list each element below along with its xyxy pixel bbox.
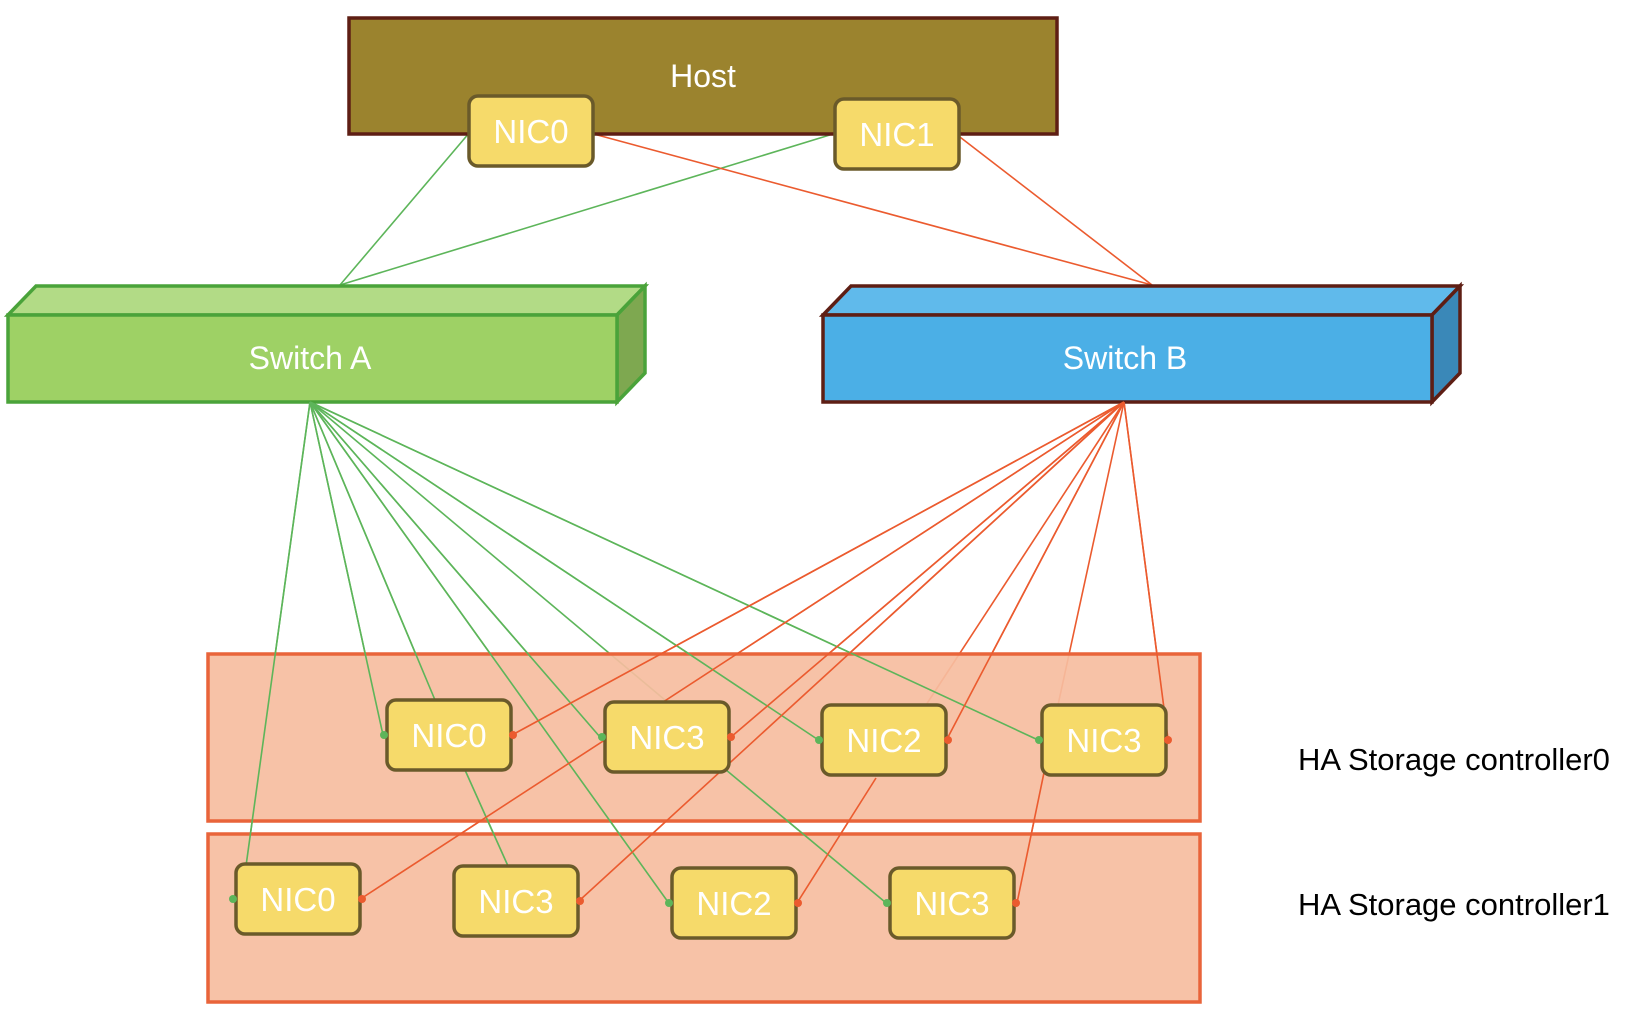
c1-nic3-label: NIC3 — [478, 883, 553, 920]
switch-b-top — [818, 284, 1465, 317]
port-dot — [1012, 899, 1020, 907]
link-host-nic1-switch-a — [339, 133, 834, 286]
c1-nic0: NIC0 — [229, 862, 366, 936]
c1-nic3: NIC3 — [452, 864, 584, 938]
c1-nic3b-label: NIC3 — [914, 885, 989, 922]
port-dot — [509, 731, 517, 739]
port-dot — [576, 897, 584, 905]
c1-nic3b: NIC3 — [883, 866, 1020, 940]
switch-b-front — [821, 313, 1434, 404]
link-host-nic1-switch-b — [955, 133, 1153, 286]
c0-nic3b: NIC3 — [1035, 703, 1172, 777]
link-switch-a-c1-nic3-pass — [309, 401, 666, 701]
port-dot — [727, 733, 735, 741]
port-dot — [380, 731, 388, 739]
c1-nic2-label: NIC2 — [696, 885, 771, 922]
switch-b-label: Switch B — [1063, 340, 1187, 376]
port-dot — [358, 895, 366, 903]
c0-nic0: NIC0 — [380, 698, 517, 772]
port-dot — [1035, 736, 1043, 744]
port-dot — [1164, 736, 1172, 744]
link-host-nic0-switch-b — [589, 132, 1153, 286]
c0-nic2-label: NIC2 — [846, 722, 921, 759]
host-nic1: NIC1 — [833, 97, 961, 171]
switch-a-label: Switch A — [249, 340, 372, 376]
c0-nic2: NIC2 — [815, 703, 952, 777]
switch-a: Switch A — [3, 281, 650, 407]
c1-nic2: NIC2 — [665, 866, 802, 940]
host-nic0-label: NIC0 — [493, 113, 568, 150]
c0-nic3b-label: NIC3 — [1066, 722, 1141, 759]
port-dot — [665, 899, 673, 907]
c0-nic0-label: NIC0 — [411, 717, 486, 754]
port-dot — [794, 899, 802, 907]
link-host-nic0-switch-a — [339, 131, 471, 286]
port-dot — [598, 733, 606, 741]
c0-nic3-label: NIC3 — [629, 719, 704, 756]
switch-a-front — [6, 313, 619, 404]
c1-nic0-label: NIC0 — [260, 881, 335, 918]
port-dot — [229, 895, 237, 903]
port-dot — [883, 899, 891, 907]
switch-b: Switch B — [818, 281, 1465, 407]
port-dot — [944, 736, 952, 744]
host-nic1-label: NIC1 — [859, 116, 934, 153]
switch-a-top — [3, 284, 650, 317]
port-dot — [815, 736, 823, 744]
controller0-label: HA Storage controller0 — [1298, 742, 1610, 777]
host-nic0: NIC0 — [467, 94, 595, 168]
c0-nic3: NIC3 — [598, 700, 735, 774]
host-label: Host — [670, 58, 736, 94]
controller1-label: HA Storage controller1 — [1298, 887, 1610, 922]
